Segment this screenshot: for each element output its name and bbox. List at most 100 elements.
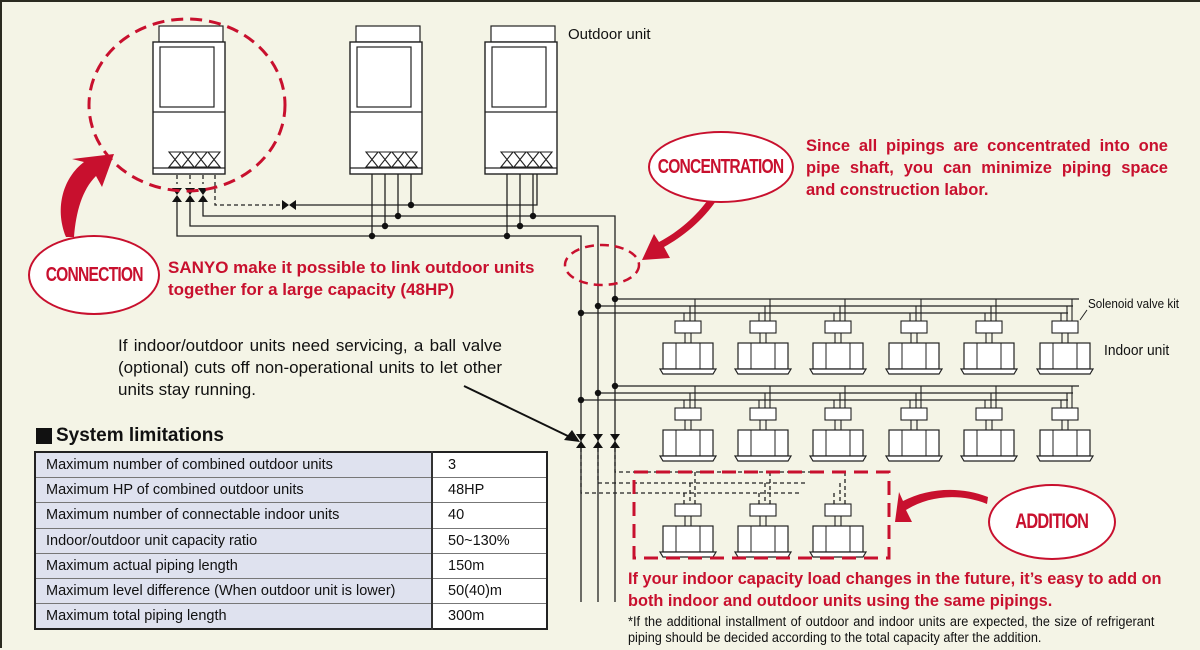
- system-limitations-table: Maximum number of combined outdoor units…: [34, 451, 548, 631]
- limit-item: Maximum total piping length: [34, 603, 433, 630]
- service-valve-icon: [403, 151, 419, 168]
- indoor-unit-grille: [808, 455, 868, 462]
- solenoid-valve-kit: [975, 407, 1003, 421]
- junction-dot: [516, 222, 524, 230]
- highlight-marks: [60, 17, 988, 560]
- solenoid-valve-kit: [900, 407, 928, 421]
- service-valve-icon: [538, 151, 554, 168]
- solenoid-valve-kit: [674, 407, 702, 421]
- limit-value: 3: [431, 451, 548, 479]
- indoor-unit-body: [662, 342, 714, 370]
- concentration-badge: CONCENTRATION: [648, 131, 794, 203]
- service-valve-icon: [512, 151, 528, 168]
- indoor-unit-body: [963, 429, 1015, 457]
- ball-valves: [172, 188, 620, 448]
- junction-dot: [577, 309, 585, 317]
- ball-valve-icon: [593, 434, 603, 448]
- indoor-unit-body: [662, 429, 714, 457]
- indoor-units: [577, 295, 1095, 558]
- connection-badge-text: CONNECTION: [45, 263, 143, 286]
- solenoid-valve-kit-label: Solenoid valve kit: [1088, 296, 1180, 311]
- indoor-unit-body: [1039, 429, 1091, 457]
- indoor-unit-body: [812, 429, 864, 457]
- pipe-dashed: [597, 448, 807, 484]
- service-valve-icon: [180, 151, 196, 168]
- service-valve-icon: [390, 151, 406, 168]
- connection-badge: CONNECTION: [28, 235, 160, 315]
- ball-valve-icon: [576, 434, 586, 448]
- limit-item: Maximum HP of combined outdoor units: [34, 477, 433, 504]
- solenoid-valve-kit: [824, 503, 852, 517]
- limit-item: Maximum number of combined outdoor units: [34, 451, 433, 479]
- solenoid-valve-kit: [824, 320, 852, 334]
- limit-item: Indoor/outdoor unit capacity ratio: [34, 527, 433, 554]
- pipe: [202, 202, 616, 602]
- pipe: [189, 202, 599, 602]
- junction-dot: [503, 232, 511, 240]
- ball-valve-icon: [198, 188, 208, 202]
- ball-valve-text: If indoor/outdoor units need servicing, …: [118, 336, 502, 399]
- pipe-dashed: [580, 448, 802, 494]
- solenoid-valve-kit: [975, 320, 1003, 334]
- table-row: Maximum number of combined outdoor units…: [34, 451, 548, 479]
- table-row: Maximum level difference (When outdoor u…: [34, 577, 548, 605]
- table-row: Maximum number of connectable indoor uni…: [34, 502, 548, 529]
- junction-dot: [407, 201, 415, 209]
- junction-dot: [577, 396, 585, 404]
- outdoor-unit-top: [355, 25, 421, 43]
- outdoor-unit-3: [484, 25, 558, 175]
- connection-arrow-icon: [60, 154, 114, 237]
- junction-dot: [594, 302, 602, 310]
- pipe: [296, 168, 538, 206]
- system-limitations-title-text: System limitations: [56, 425, 224, 446]
- limit-value: 50(40)m: [431, 577, 548, 605]
- pointer-line: [1079, 309, 1088, 321]
- limit-value: 50~130%: [431, 527, 548, 554]
- solenoid-valve-kit: [1051, 320, 1079, 334]
- service-valve-icon: [193, 151, 209, 168]
- indoor-unit-grille: [658, 551, 718, 558]
- system-limitations-title: System limitations: [36, 425, 224, 447]
- indoor-unit-body: [662, 525, 714, 553]
- addition-highlight: [632, 470, 891, 560]
- service-valve-icon: [377, 151, 393, 168]
- outdoor-unit-2: [349, 25, 423, 175]
- indoor-row-addition: [658, 503, 868, 558]
- addition-arrow-icon: [895, 489, 988, 522]
- indoor-unit-grille: [884, 368, 944, 375]
- junction-dot: [394, 212, 402, 220]
- indoor-unit-grille: [1035, 455, 1095, 462]
- service-valve-icon: [206, 151, 222, 168]
- indoor-unit-body: [812, 342, 864, 370]
- limit-value: 150m: [431, 552, 548, 579]
- service-valve-icon: [499, 151, 515, 168]
- addition-badge: ADDITION: [988, 484, 1116, 560]
- indoor-unit-grille: [808, 368, 868, 375]
- outdoor-unit-label: Outdoor unit: [568, 26, 651, 43]
- solenoid-valve-kit: [749, 503, 777, 517]
- limit-value: 300m: [431, 603, 548, 630]
- ball-valve-icon: [282, 200, 296, 210]
- junction-dot: [381, 222, 389, 230]
- indoor-unit-grille: [1035, 368, 1095, 375]
- indoor-unit-body: [737, 429, 789, 457]
- connection-text: SANYO make it possible to link outdoor u…: [168, 258, 535, 299]
- outdoor-unit-top: [490, 25, 556, 43]
- indoor-unit-body: [1039, 342, 1091, 370]
- indoor-unit-body: [812, 525, 864, 553]
- ball-valve-icon: [610, 434, 620, 448]
- solenoid-valve-kit: [824, 407, 852, 421]
- pipe: [176, 202, 582, 602]
- indoor-unit-body: [888, 429, 940, 457]
- concentration-badge-text: CONCENTRATION: [658, 155, 784, 178]
- pointer-arrow-head: [564, 430, 580, 442]
- indoor-unit-body: [888, 342, 940, 370]
- junction-dot: [611, 295, 619, 303]
- solenoid-valve-kit: [749, 407, 777, 421]
